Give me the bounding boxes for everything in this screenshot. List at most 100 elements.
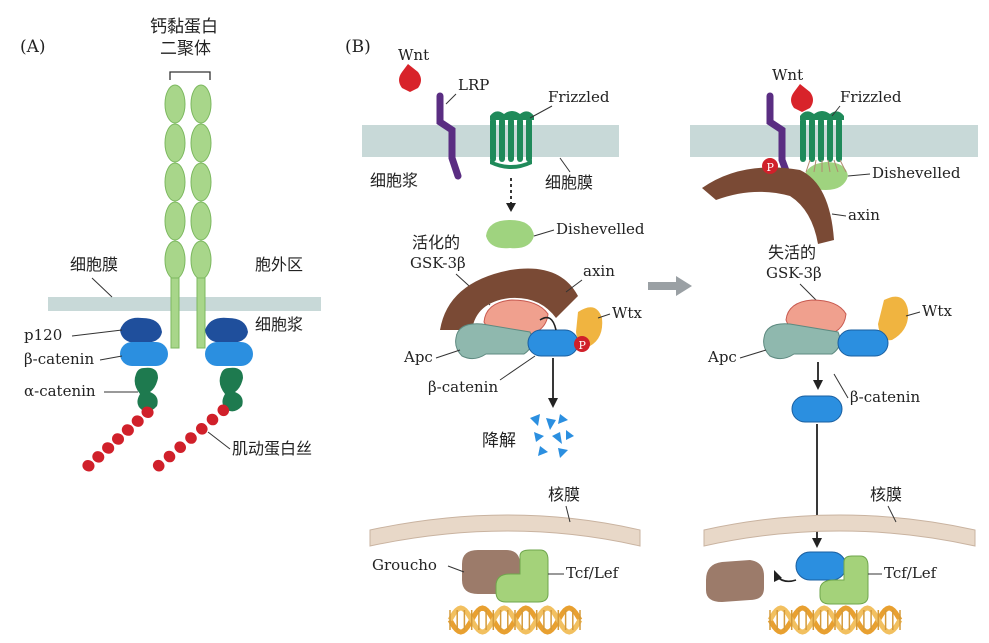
- panel-b-axin: [440, 268, 578, 330]
- actin-bead: [207, 414, 219, 426]
- panel-b-phospho-badge: [574, 336, 590, 352]
- panel-c-membrane: [690, 125, 978, 157]
- groucho-leader: [447, 565, 465, 573]
- actin-bead: [142, 407, 154, 418]
- panel-a-cytoplasm-label: 细胞浆: [255, 315, 303, 334]
- panel-c-nucleus-label: 核膜: [870, 485, 902, 504]
- panel-c-apc: [763, 323, 841, 360]
- panel-b-tcf-label: Tcf/Lef: [566, 564, 620, 582]
- p120-label: p120: [24, 326, 62, 344]
- panel-c-tcf-label: Tcf/Lef: [884, 564, 938, 582]
- panel-c-nucleus-membrane: [703, 514, 976, 547]
- panel-b-wtx-label: Wtx: [612, 304, 642, 322]
- panel-c-lrp: [766, 92, 792, 180]
- nucleus-leader-b: [565, 505, 571, 523]
- active-gsk-line1: 活化的: [412, 233, 460, 252]
- panel-c-complex-beta-catenin: [837, 329, 889, 357]
- lrp-receptor: [436, 92, 462, 180]
- beta-catenin-leader-b: [499, 355, 536, 381]
- cadherin-dimer-label-line2: 二聚体: [160, 39, 211, 59]
- panel-c-phospho-badge: [762, 158, 778, 174]
- extracellular-label: 胞外区: [255, 255, 303, 274]
- degraded-fragments: [530, 414, 574, 458]
- actin-bead: [196, 423, 208, 435]
- wtx-leader-b: [597, 313, 611, 319]
- transition-arrow: [648, 276, 692, 296]
- apc-leader-b: [435, 349, 461, 359]
- actin-leader: [207, 431, 231, 450]
- inactive-gsk-line2: GSK-3β: [766, 264, 822, 282]
- arrowhead-release: [813, 380, 823, 390]
- panel-a-label: (A): [20, 37, 46, 57]
- panel-a-beta-catenin-label: β-catenin: [24, 350, 94, 368]
- membrane-leader-b: [559, 157, 571, 173]
- panel-c-wnt-label: Wnt: [772, 66, 803, 84]
- gsk-leader-c: [799, 283, 819, 303]
- nucleus-leader-c: [887, 505, 897, 523]
- cadherin-strand-left: [164, 84, 186, 349]
- actin-bead: [164, 451, 176, 463]
- actin-bead: [153, 460, 165, 472]
- panel-b-wnt-label: Wnt: [398, 46, 429, 64]
- actin-bead: [83, 460, 95, 472]
- axin-leader-c: [831, 213, 847, 217]
- panel-b-tcf: [495, 549, 549, 603]
- left-catenin-complex: [120, 317, 168, 412]
- membrane-leader: [91, 277, 113, 298]
- dishevelled-leader-c: [847, 173, 871, 177]
- actin-label: 肌动蛋白丝: [232, 439, 312, 458]
- panel-b-apc-label: Apc: [403, 348, 433, 366]
- axin-leader-b: [565, 279, 583, 293]
- panel-b-cytoplasm-label: 细胞浆: [370, 171, 418, 190]
- lrp-leader: [445, 93, 457, 105]
- panel-b-dna: [447, 605, 583, 635]
- panel-c-dna: [767, 605, 903, 635]
- panel-b-nucleus-label: 核膜: [548, 485, 580, 504]
- beta-catenin-leader-c: [833, 373, 849, 399]
- panel-b-membrane-label: 细胞膜: [545, 173, 593, 192]
- arrowhead-groucho-release: [774, 570, 782, 582]
- alpha-catenin-label: α-catenin: [24, 382, 96, 400]
- phosphorylation-arrow: [539, 316, 557, 331]
- frizzled-leader-c: [831, 105, 841, 117]
- panel-c-free-beta-catenin: [791, 395, 843, 423]
- panel-c-dishevelled-label: Dishevelled: [872, 164, 961, 182]
- actin-bead: [113, 433, 124, 445]
- panel-b-nucleus-membrane: [369, 514, 641, 547]
- panel-b-frizzled-label: Frizzled: [548, 88, 610, 106]
- lrp-label: LRP: [458, 76, 489, 94]
- actin-filament-left: [82, 406, 154, 472]
- cadherin-strand-right: [190, 84, 212, 349]
- panel-c-axin: [702, 167, 834, 244]
- panel-c-wnt-ligand: [791, 84, 813, 112]
- right-catenin-complex: [205, 317, 253, 412]
- frizzled-leader-b: [529, 105, 553, 119]
- panel-c-wtx-label: Wtx: [922, 302, 952, 320]
- panel-c-apc-label: Apc: [707, 348, 737, 366]
- panel-c-beta-catenin-label: β-catenin: [850, 388, 920, 406]
- wtx-leader-c: [905, 311, 921, 317]
- dishevelled-fringe: [805, 159, 847, 173]
- panel-b-apc: [455, 323, 533, 360]
- panel-a-membrane-label: 细胞膜: [70, 255, 118, 274]
- actin-bead: [185, 432, 197, 444]
- arrowhead-degradation: [548, 398, 558, 408]
- actin-bead: [218, 405, 230, 417]
- panel-b-axin-label: axin: [583, 262, 615, 280]
- actin-bead: [93, 451, 105, 463]
- panel-b-beta-catenin: [527, 329, 579, 357]
- panel-c-wtx: [878, 296, 909, 341]
- panel-c-nuclear-beta-catenin: [795, 551, 847, 581]
- panel-b-wnt-ligand: [399, 64, 421, 92]
- dishevelled-leader-b: [533, 229, 555, 237]
- arrowhead-nucleus: [812, 538, 822, 548]
- actin-bead: [122, 424, 134, 436]
- panel-c-frizzled-label: Frizzled: [840, 88, 902, 106]
- panel-c-axin-label: axin: [848, 206, 880, 224]
- actin-filament-right: [152, 404, 230, 472]
- panel-b-phospho-label: P: [579, 339, 587, 352]
- cadherin-dimer-label-line1: 钙黏蛋白: [150, 17, 218, 37]
- panel-b-beta-catenin-label: β-catenin: [428, 378, 498, 396]
